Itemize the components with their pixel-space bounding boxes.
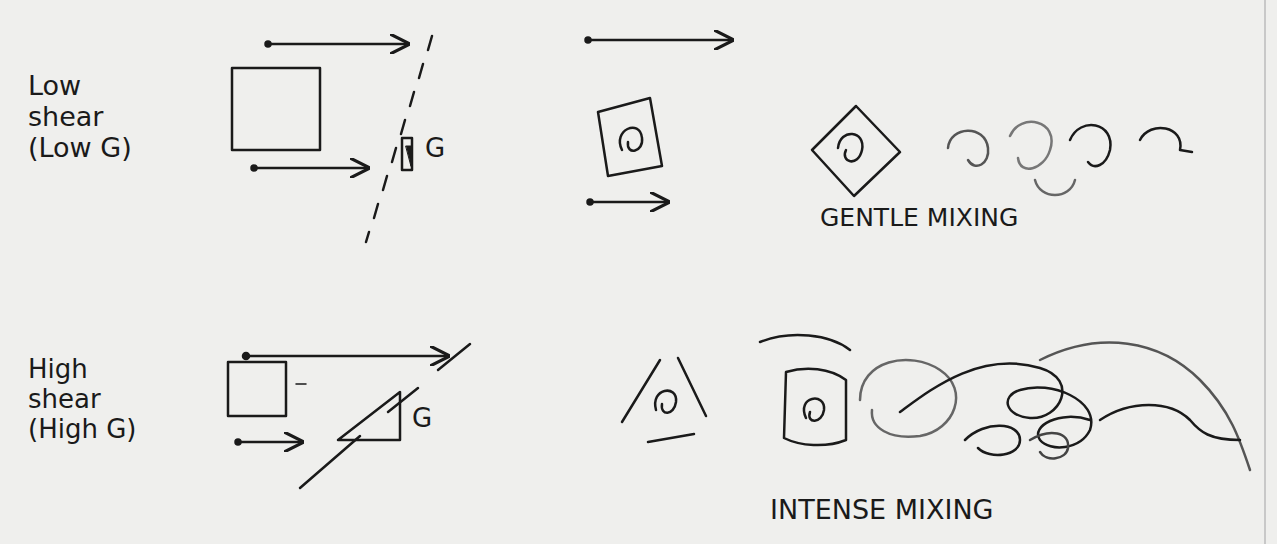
eddy: [948, 131, 988, 166]
rotating-element: [622, 358, 706, 442]
velocity-arrow: [590, 201, 668, 204]
velocity-profile: [300, 344, 470, 488]
gradient-triangle: [338, 392, 400, 440]
gradient-symbol: G: [425, 134, 465, 164]
velocity-profile: [366, 36, 432, 242]
fluid-element: [228, 362, 286, 416]
gradient-symbol: G: [412, 404, 452, 434]
rotating-element: [598, 98, 662, 176]
fluid-element: [232, 68, 320, 150]
velocity-arrow: [588, 39, 732, 42]
rotating-element: [812, 106, 900, 196]
velocity-arrow: [268, 43, 408, 46]
velocity-arrow: [254, 167, 368, 170]
eddy: [1030, 433, 1068, 458]
row-label: High shear (High G): [28, 355, 150, 445]
eddy: [1100, 405, 1240, 440]
row-label: Low shear (Low G): [28, 70, 148, 163]
eddy: [760, 335, 850, 350]
eddy: [1035, 180, 1075, 195]
eddy: [1070, 125, 1110, 166]
mixing-caption: GENTLE MIXING: [820, 204, 1120, 233]
eddy: [1040, 343, 1250, 470]
velocity-arrow: [246, 355, 448, 358]
rotation-arrow: [838, 134, 862, 161]
eddy: [1140, 128, 1192, 152]
eddy: [1010, 122, 1052, 169]
eddy: [965, 426, 1020, 455]
rotating-element: [784, 369, 846, 445]
rotation-arrow: [620, 128, 642, 151]
velocity-arrow: [238, 441, 302, 444]
eddy: [860, 360, 956, 437]
gradient-triangle: [402, 138, 412, 170]
rotation-arrow: [655, 391, 676, 413]
rotation-arrow: [804, 399, 824, 421]
mixing-caption: INTENSE MIXING: [770, 494, 1090, 525]
